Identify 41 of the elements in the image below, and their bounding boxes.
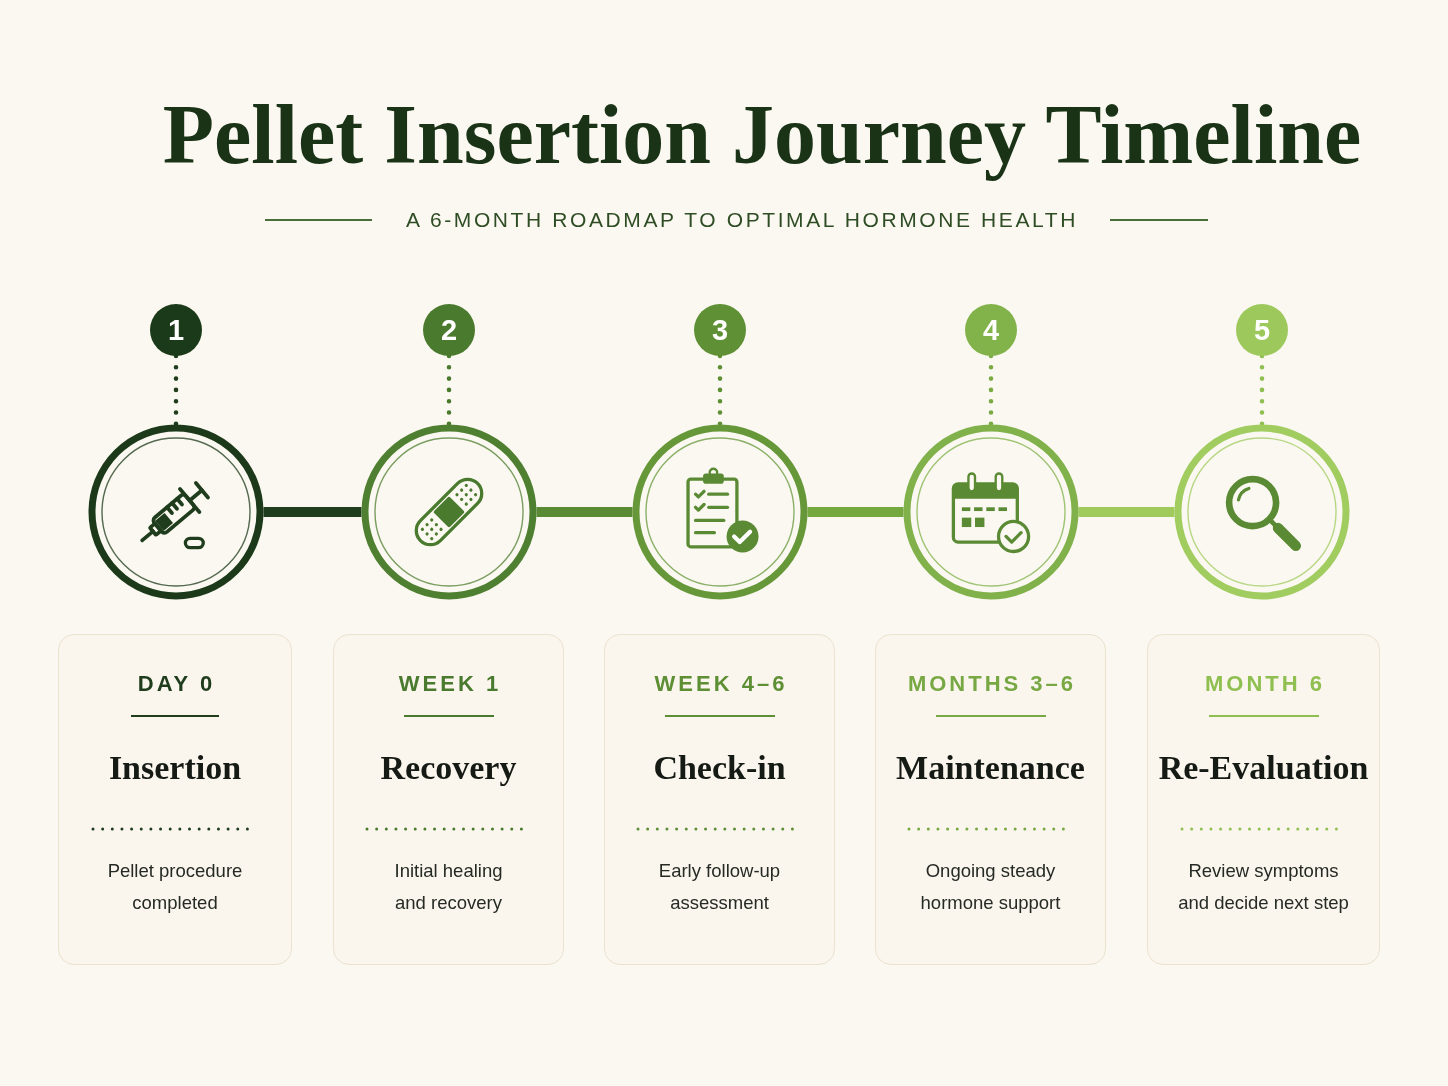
step-card — [333, 634, 564, 965]
step-description: Pellet procedure completed — [106, 859, 244, 915]
step-description: Review symptoms and decide next step — [1177, 859, 1350, 915]
period-label: MONTHS 3–6 — [906, 671, 1077, 697]
step-number: 2 — [423, 304, 475, 356]
step-card — [58, 634, 292, 965]
step-circle — [632, 424, 808, 600]
step-title: Maintenance — [896, 748, 1085, 788]
timeline-connector — [536, 507, 633, 517]
step-circle — [1174, 424, 1350, 600]
step-card — [875, 634, 1106, 965]
step-description: Initial healing and recovery — [393, 859, 504, 915]
step-circle — [88, 424, 264, 600]
step-number: 5 — [1236, 304, 1288, 356]
period-label: WEEK 4–6 — [653, 671, 788, 697]
step-title: Check-in — [653, 748, 786, 788]
dotted-connector — [446, 353, 452, 427]
step-circle — [903, 424, 1079, 600]
dotted-connector — [1259, 353, 1265, 427]
step-description: Ongoing steady hormone support — [919, 859, 1062, 915]
subtitle: A 6-MONTH ROADMAP TO OPTIMAL HORMONE HEALTH — [406, 207, 1078, 233]
page-title: Pellet Insertion Journey Timeline — [162, 87, 1362, 183]
dotted-connector — [988, 353, 994, 427]
step-circle — [361, 424, 537, 600]
period-label: WEEK 1 — [397, 671, 502, 697]
step-card — [1147, 634, 1380, 965]
period-label: DAY 0 — [136, 671, 216, 697]
timeline-connector — [263, 507, 362, 517]
step-title: Insertion — [108, 748, 242, 788]
period-label: MONTH 6 — [1204, 671, 1325, 697]
step-number: 3 — [694, 304, 746, 356]
dotted-connector — [173, 353, 179, 427]
timeline-connector — [1078, 507, 1175, 517]
dotted-connector — [717, 353, 723, 427]
step-title: Recovery — [380, 748, 517, 788]
step-card — [604, 634, 835, 965]
step-number: 4 — [965, 304, 1017, 356]
step-description: Early follow-up assessment — [657, 859, 782, 915]
step-title: Re-Evaluation — [1158, 748, 1369, 788]
step-number: 1 — [150, 304, 202, 356]
timeline-connector — [807, 507, 904, 517]
